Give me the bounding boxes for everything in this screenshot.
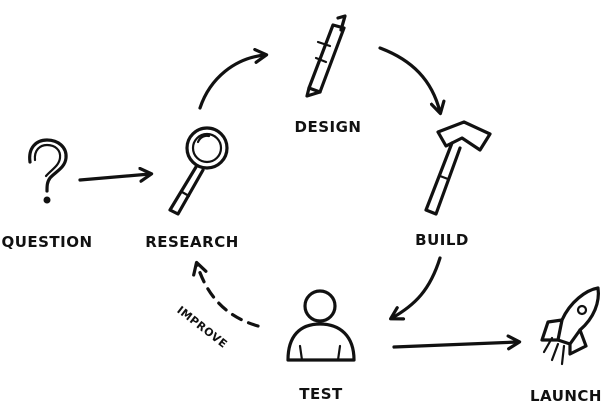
launch-label: LAUNCH — [530, 387, 602, 405]
magnifying-glass-icon — [168, 126, 229, 216]
question-node: QUESTION — [1, 138, 92, 251]
question-label: QUESTION — [1, 233, 92, 251]
improve-label: IMPROVE — [174, 304, 229, 351]
launch-node: LAUNCH — [530, 286, 602, 405]
design-label: DESIGN — [295, 118, 362, 136]
test-node: TEST — [286, 289, 356, 403]
research-node: RESEARCH — [145, 126, 239, 251]
arrow-research-to-design — [198, 47, 269, 110]
hammer-icon — [424, 120, 492, 216]
arrow-build-to-test — [389, 256, 442, 321]
build-node: BUILD — [415, 120, 492, 249]
arrow-question-to-research — [78, 166, 154, 183]
build-label: BUILD — [415, 231, 469, 249]
research-label: RESEARCH — [145, 233, 239, 251]
arrow-test-to-research-improve — [192, 260, 260, 328]
pencil-icon — [305, 14, 347, 98]
rocket-icon — [540, 286, 600, 366]
design-node: DESIGN — [295, 14, 362, 136]
question-mark-icon — [28, 138, 68, 204]
arrow-design-to-build — [378, 46, 446, 116]
test-label: TEST — [299, 385, 343, 403]
arrow-test-to-launch — [392, 334, 522, 351]
person-icon — [286, 289, 356, 362]
